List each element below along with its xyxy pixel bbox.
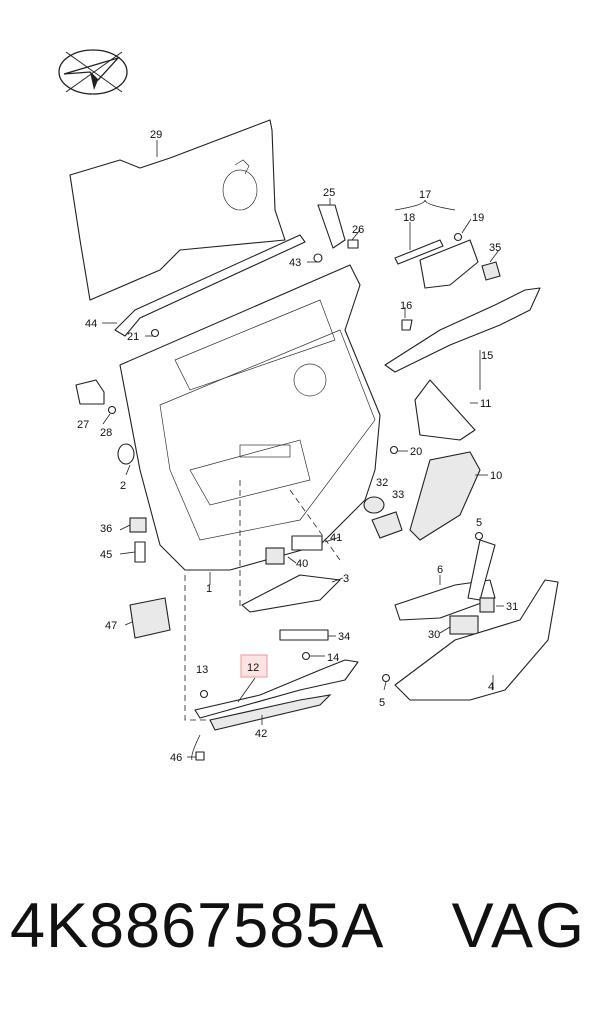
callout-label: 12	[247, 662, 259, 674]
callout-label: 5	[379, 697, 385, 709]
part-36-45-47-modules	[129, 517, 171, 639]
callout-label: 36	[100, 523, 112, 535]
part-11-cover	[414, 379, 478, 441]
callout-label: 30	[428, 629, 440, 641]
callout-label: 45	[100, 549, 112, 561]
callout-label: 32	[376, 477, 388, 489]
part-1-door-panel	[119, 264, 381, 721]
callout-label: 14	[327, 652, 339, 664]
part-12-trim-strip	[191, 659, 359, 761]
leader-lines	[102, 218, 504, 758]
callout-label: 46	[170, 752, 182, 764]
exploded-parts-diagram: 29 25 26 17 18 19 35 43 44 21 16 15 11 2…	[58, 49, 559, 764]
callout-label: 27	[77, 419, 89, 431]
direction-emblem-icon	[58, 49, 128, 95]
callout-label: 4	[488, 681, 494, 693]
part-10-speaker-grille	[409, 451, 488, 541]
callout-label: 33	[392, 489, 404, 501]
callout-label: 31	[506, 601, 518, 613]
callout-label: 35	[489, 242, 501, 254]
callout-label: 5	[476, 517, 482, 529]
callout-label: 25	[323, 187, 335, 199]
part-40-41-actuators	[265, 535, 323, 565]
callout-label: 18	[403, 212, 415, 224]
part-number: 4K8867585A	[10, 891, 385, 961]
callout-label: 44	[85, 318, 97, 330]
part-6-switch-panel	[394, 539, 496, 635]
part-32-33-switches	[363, 496, 403, 539]
callout-label: 47	[105, 620, 117, 632]
part-25-trim	[317, 198, 359, 249]
callout-label: 42	[255, 728, 267, 740]
callout-label: 28	[100, 427, 112, 439]
part-2-connector	[117, 443, 135, 465]
callout-label: 2	[120, 480, 126, 492]
callout-label: 16	[400, 300, 412, 312]
part-44-seal	[102, 234, 306, 337]
callout-label: 19	[472, 212, 484, 224]
part-15-trim-strip	[384, 287, 541, 373]
callout-label: 3	[343, 573, 349, 585]
callout-label: 43	[289, 257, 301, 269]
part-29-shield	[69, 119, 286, 301]
brand-name: VAG	[451, 891, 586, 961]
callout-label: 1	[206, 583, 212, 595]
callout-label: 17	[419, 189, 431, 201]
callout-label: 15	[481, 350, 493, 362]
callout-label: 26	[352, 224, 364, 236]
part-3-trim	[241, 574, 341, 613]
part-27-bracket	[75, 379, 105, 405]
callout-label: 20	[410, 446, 422, 458]
callout-label: 6	[437, 564, 443, 576]
callout-label: 21	[127, 331, 139, 343]
callout-label: 41	[330, 532, 342, 544]
callout-label: 10	[490, 470, 502, 482]
callout-label: 13	[196, 664, 208, 676]
part-17-handle-assembly	[394, 199, 501, 289]
part-34-reinforcement	[279, 629, 329, 641]
part-4-lower-trim	[394, 579, 559, 701]
callout-labels: 29 25 26 17 18 19 35 43 44 21 16 15 11 2…	[77, 129, 518, 764]
callout-label: 40	[296, 558, 308, 570]
callout-label: 34	[338, 631, 350, 643]
callout-label: 29	[150, 129, 162, 141]
highlight-box	[240, 654, 268, 678]
footer: 4K8867585A VAG	[0, 890, 600, 1000]
callout-label: 11	[480, 398, 491, 410]
